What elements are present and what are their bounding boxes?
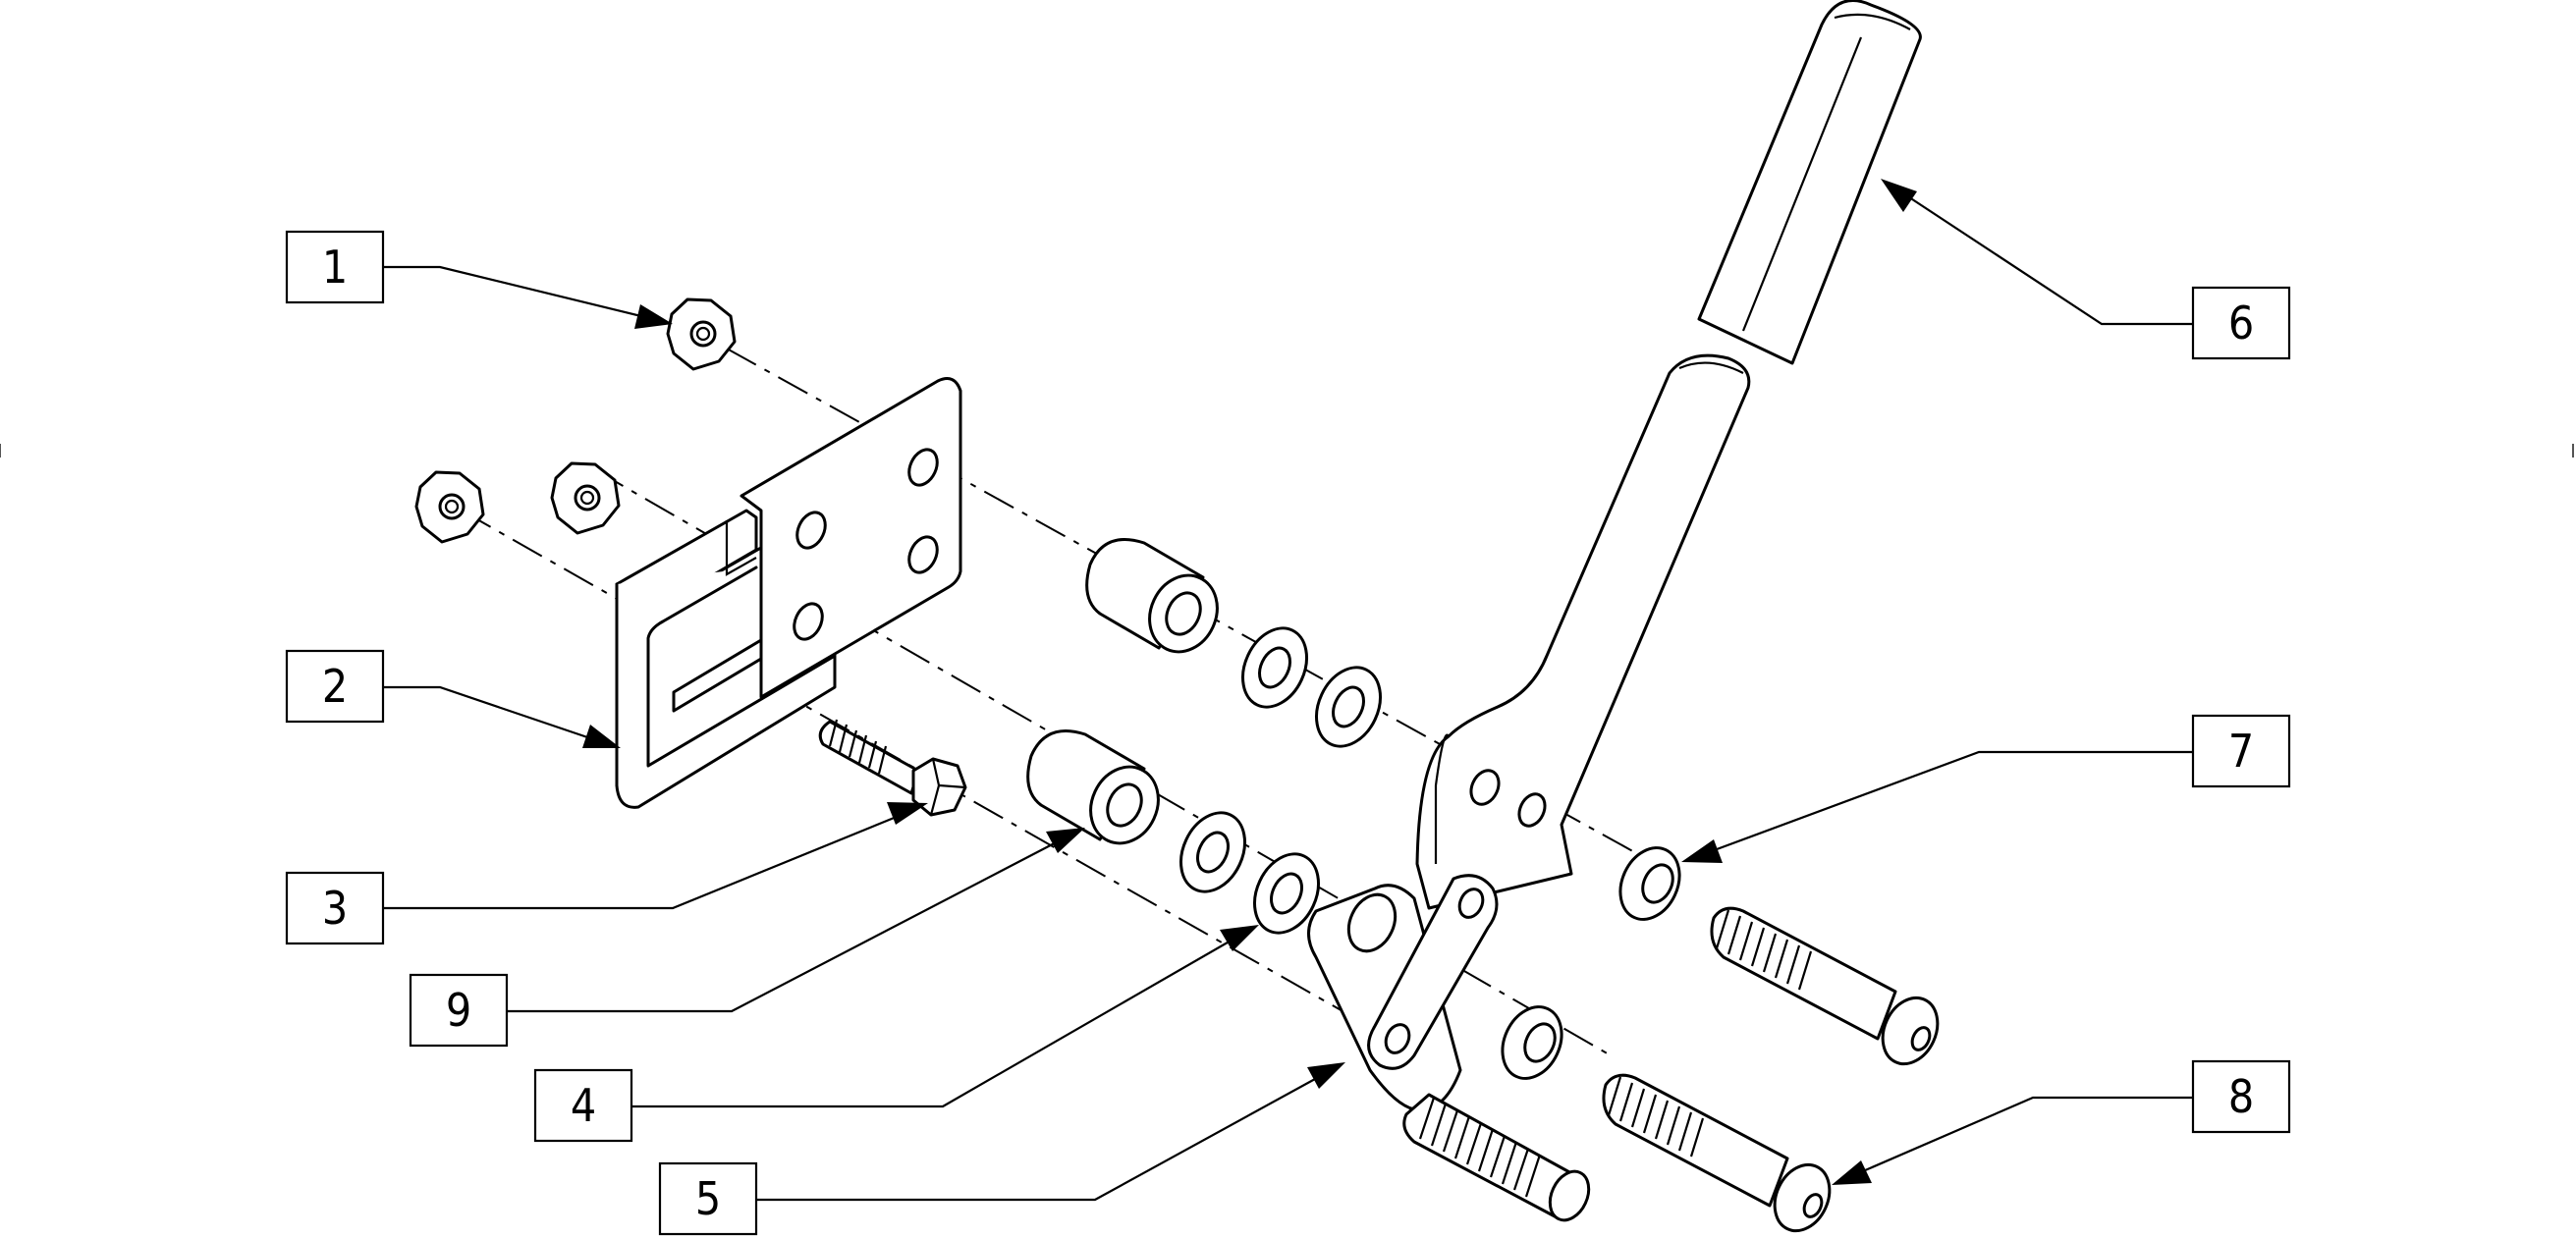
callout-8: 8 [2191, 1059, 2291, 1134]
leader-4 [631, 935, 1240, 1108]
spacer-lower [1026, 729, 1160, 845]
leader-1 [383, 265, 654, 321]
callout-label-7: 7 [2228, 725, 2254, 778]
callout-label-1: 1 [322, 241, 348, 294]
arrowhead-3 [887, 802, 928, 825]
callout-label-9: 9 [446, 984, 471, 1037]
leader-8 [1855, 1096, 2193, 1176]
button-head-screw [1602, 1073, 1832, 1233]
washer [1253, 852, 1320, 935]
callout-2: 2 [285, 649, 385, 724]
arrowhead-1 [634, 304, 673, 329]
washer [1241, 626, 1308, 709]
washer [1179, 811, 1246, 893]
mounting-bracket [615, 377, 962, 809]
callout-9: 9 [409, 973, 509, 1048]
bracket-hole [907, 448, 939, 487]
callout-label-8: 8 [2228, 1070, 2254, 1123]
bolt-shank [818, 720, 920, 795]
arrowhead-8 [1832, 1160, 1872, 1185]
shoulder-washer [1618, 846, 1681, 921]
leader-7 [1708, 750, 2193, 854]
leader-lines [383, 179, 2193, 1202]
washer [1315, 666, 1382, 748]
leader-9 [506, 836, 1067, 1013]
shoulder-washer [1501, 1005, 1563, 1080]
callout-1: 1 [285, 230, 385, 304]
link-arm [1307, 874, 1591, 1222]
arrowhead-5 [1307, 1062, 1345, 1089]
callout-4: 4 [533, 1068, 633, 1143]
hex-nut-middle [550, 461, 621, 535]
bracket-hole [907, 535, 939, 574]
arrowhead-9 [1046, 828, 1085, 853]
hex-bolt [818, 719, 967, 817]
handle-grip [1697, 0, 1922, 365]
button-head-screw [1710, 906, 1940, 1066]
lever-arm [1415, 353, 1751, 910]
arrowhead-2 [582, 725, 621, 748]
leader-3 [383, 810, 909, 910]
callout-5: 5 [658, 1161, 758, 1236]
bracket-side-face [615, 566, 837, 809]
callout-label-3: 3 [322, 882, 348, 935]
leader-2 [383, 685, 600, 743]
callout-label-4: 4 [571, 1079, 596, 1132]
spacer-upper [1085, 538, 1219, 654]
arrowhead-4 [1220, 925, 1259, 951]
link-plate [1367, 874, 1499, 1070]
link-arm-hole [1346, 892, 1398, 953]
bracket-notch [725, 520, 757, 576]
callout-6: 6 [2191, 286, 2291, 360]
hex-nut-upper [666, 297, 737, 371]
callout-label-6: 6 [2228, 296, 2254, 350]
arrowhead-7 [1681, 839, 1723, 863]
callout-3: 3 [285, 871, 385, 945]
leader-5 [756, 1072, 1327, 1202]
bracket-hole [795, 511, 827, 550]
callout-7: 7 [2191, 714, 2291, 788]
bracket-hole [793, 602, 824, 641]
callout-label-2: 2 [322, 660, 348, 713]
hex-nut-lower [414, 470, 485, 544]
callout-label-5: 5 [695, 1172, 721, 1225]
leader-6 [1899, 190, 2193, 326]
arrowhead-6 [1881, 179, 1917, 212]
